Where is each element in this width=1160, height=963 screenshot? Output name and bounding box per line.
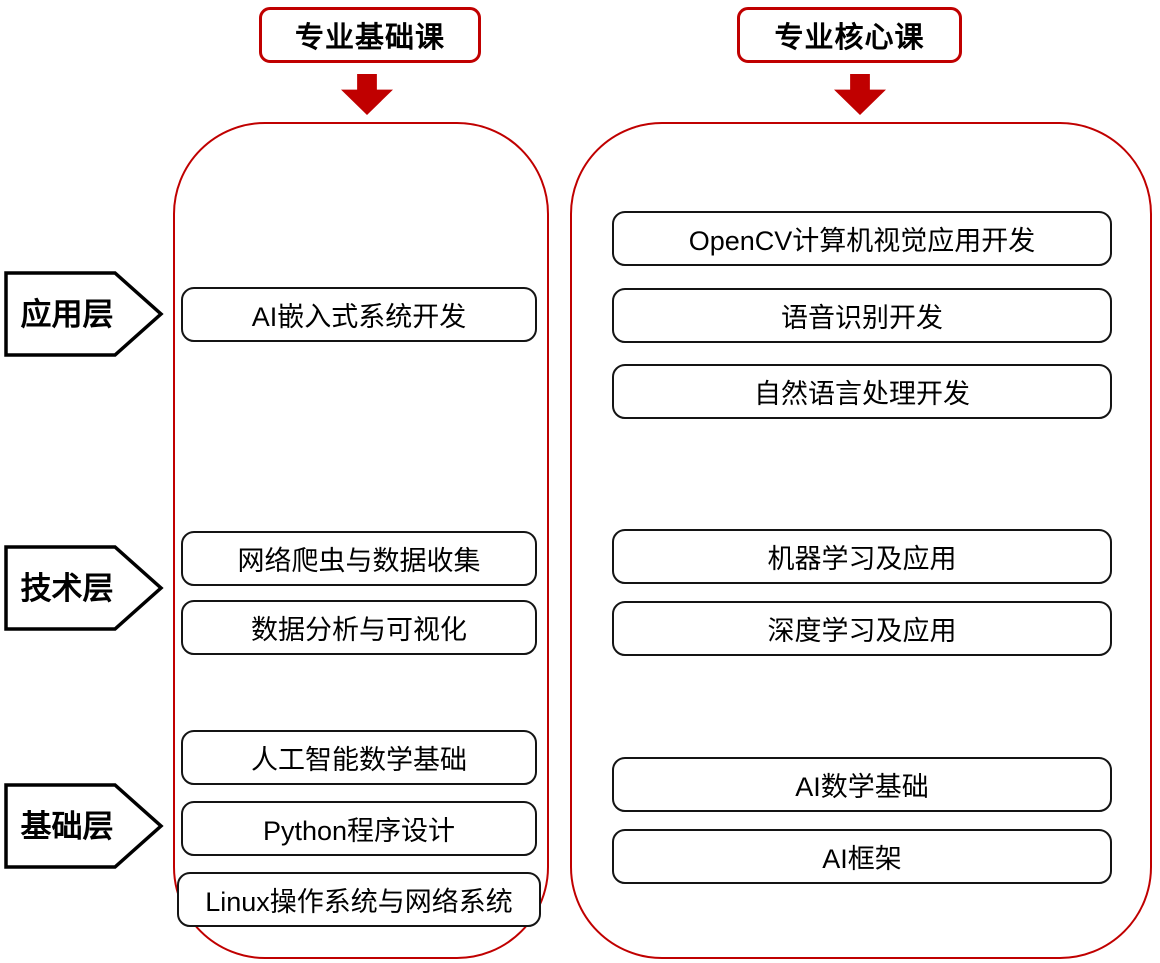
layer-label: 基础层 [21,809,114,844]
pentagon-arrow-shape [4,783,164,869]
course-box-ai-math-foundation: 人工智能数学基础 [181,730,537,785]
layer-tag-application: 应用层 [4,271,164,357]
header-basic-courses: 专业基础课 [259,7,481,63]
course-box-deep-learning: 深度学习及应用 [612,601,1112,656]
course-box-python-programming: Python程序设计 [181,801,537,856]
course-box-machine-learning: 机器学习及应用 [612,529,1112,584]
course-box-linux-os-network: Linux操作系统与网络系统 [177,872,541,927]
header-core-courses: 专业核心课 [737,7,962,63]
layer-tag-technology: 技术层 [4,545,164,631]
pentagon-arrow-shape [4,545,164,631]
course-box-nlp-development: 自然语言处理开发 [612,364,1112,419]
down-arrow-icon [341,74,393,115]
layer-label: 应用层 [21,297,114,332]
down-arrow-icon [834,74,886,115]
course-box-data-analysis: 数据分析与可视化 [181,600,537,655]
course-box-ai-embedded-systems: AI嵌入式系统开发 [181,287,537,342]
course-box-ai-math: AI数学基础 [612,757,1112,812]
course-box-opencv-vision: OpenCV计算机视觉应用开发 [612,211,1112,266]
course-box-ai-framework: AI框架 [612,829,1112,884]
course-box-web-crawling: 网络爬虫与数据收集 [181,531,537,586]
layer-tag-foundation: 基础层 [4,783,164,869]
course-box-speech-recognition: 语音识别开发 [612,288,1112,343]
pentagon-arrow-shape [4,271,164,357]
layer-label: 技术层 [21,571,114,606]
